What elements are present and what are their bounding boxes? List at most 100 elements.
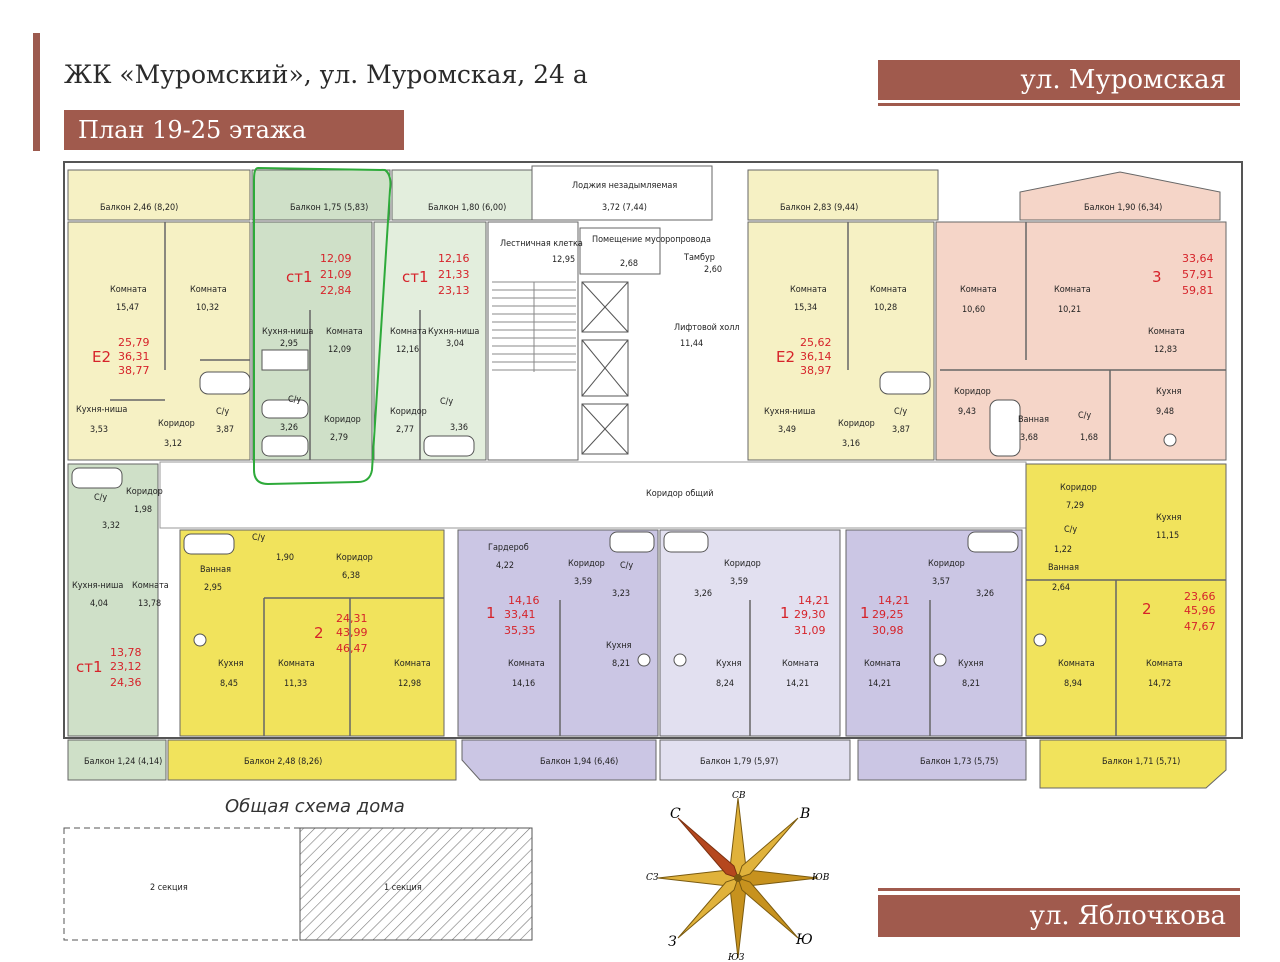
room-label: Кухня — [716, 659, 742, 669]
vestibule-label: Тамбур — [683, 252, 715, 263]
apartment-a2[interactable] — [251, 221, 373, 461]
apartment-type: 2 — [1142, 600, 1152, 618]
room-label: С/у — [216, 407, 229, 417]
apartment-type: ст1 — [402, 268, 429, 286]
total-area: 36,31 — [118, 350, 150, 363]
room-area: 6,38 — [342, 571, 360, 581]
room-label: Кухня-ниша — [764, 407, 815, 417]
balcony-bottom-4 — [659, 739, 851, 781]
room-label: Коридор — [324, 415, 361, 425]
room-label: С/у — [1064, 525, 1077, 535]
loggia-label: Лоджия незадымляемая — [572, 181, 677, 191]
total-area-with-balcony: 24,36 — [110, 676, 142, 689]
room-area: 8,21 — [612, 659, 630, 669]
room-label: Коридор — [928, 559, 965, 569]
room-area: 14,21 — [786, 679, 809, 689]
apartment-type: 1 — [780, 604, 790, 622]
bathtub-icon — [199, 371, 251, 395]
room-area: 3,36 — [450, 423, 468, 433]
room-area: 12,83 — [1154, 345, 1177, 355]
compass-ne: СВ — [732, 791, 746, 801]
vestibule-area: 2,60 — [704, 265, 722, 275]
room-area: 8,21 — [962, 679, 980, 689]
room-label: Коридор — [568, 559, 605, 569]
apartment-type: ст1 — [76, 658, 103, 676]
balcony-top-2-label: Балкон 1,75 (5,83) — [290, 203, 368, 213]
bathtub-icon — [967, 531, 1019, 553]
section-2-label: 2 секция — [150, 883, 188, 893]
room-area: 3,57 — [932, 577, 950, 587]
stair-label: Лестничная клетка — [500, 239, 583, 249]
kitchen-unit-icon — [261, 349, 309, 371]
room-area: 11,15 — [1156, 531, 1179, 541]
accent-bar — [33, 33, 40, 151]
bathtub-icon — [989, 399, 1021, 457]
balcony-bottom-3-label: Балкон 1,94 (6,46) — [540, 757, 618, 767]
apartment-type: 1 — [860, 604, 870, 622]
apartment-a8[interactable] — [457, 529, 659, 737]
stove-icon — [1033, 633, 1047, 647]
stove-icon — [673, 653, 687, 667]
room-label: Ванная — [1018, 415, 1049, 425]
room-area: 10,28 — [874, 303, 897, 313]
room-label: Кухня-ниша — [428, 327, 479, 337]
room-area: 15,47 — [116, 303, 139, 313]
room-area: 12,98 — [398, 679, 421, 689]
room-area: 14,16 — [512, 679, 535, 689]
room-label: Комната — [278, 659, 315, 669]
room-area: 3,87 — [892, 425, 910, 435]
room-label: Кухня-ниша — [72, 581, 123, 591]
room-label: Кухня-ниша — [76, 405, 127, 415]
bathtub-icon — [261, 435, 309, 457]
room-area: 10,32 — [196, 303, 219, 313]
compass-sw: ЮЗ — [727, 953, 745, 962]
balcony-top-5 — [1019, 171, 1221, 221]
apartment-a7[interactable] — [179, 529, 445, 737]
room-area: 1,90 — [276, 553, 294, 563]
apartment-a5[interactable] — [935, 221, 1227, 461]
balcony-bottom-2-label: Балкон 2,48 (8,26) — [244, 757, 322, 767]
bathtub-icon — [183, 533, 235, 555]
balcony-top-4 — [747, 169, 939, 221]
apartment-a10[interactable] — [845, 529, 1023, 737]
loggia-area: 3,72 (7,44) — [602, 203, 647, 213]
balcony-top-5-label: Балкон 1,90 (6,34) — [1084, 203, 1162, 213]
room-label: Коридор — [126, 487, 163, 497]
room-area: 1,68 — [1080, 433, 1098, 443]
section-1-outline — [299, 827, 533, 941]
balcony-top-3-label: Балкон 1,80 (6,00) — [428, 203, 506, 213]
total-area-with-balcony: 38,97 — [800, 364, 832, 377]
room-label: Кухня — [218, 659, 244, 669]
room-label: С/у — [894, 407, 907, 417]
room-label: Комната — [508, 659, 545, 669]
room-label: Комната — [960, 285, 997, 295]
trash-area: 2,68 — [620, 259, 638, 269]
living-area: 12,16 — [438, 252, 470, 265]
compass-nw: СЗ — [646, 873, 659, 883]
apartment-type: Е2 — [92, 348, 111, 366]
apartment-type: ст1 — [286, 268, 313, 286]
apartment-a11[interactable] — [1025, 463, 1227, 737]
room-area: 11,33 — [284, 679, 307, 689]
apartment-a1[interactable] — [67, 221, 251, 461]
apartment-a6[interactable] — [67, 463, 159, 737]
room-label: Комната — [1148, 327, 1185, 337]
total-area: 45,96 — [1184, 604, 1216, 617]
room-area: 2,95 — [280, 339, 298, 349]
room-area: 7,29 — [1066, 501, 1084, 511]
room-area: 2,95 — [204, 583, 222, 593]
stove-icon — [1163, 433, 1177, 447]
living-area: 14,21 — [878, 594, 910, 607]
total-area-with-balcony: 31,09 — [794, 624, 826, 637]
apartment-type: Е2 — [776, 348, 795, 366]
room-area: 4,22 — [496, 561, 514, 571]
total-area: 43,99 — [336, 626, 368, 639]
room-area: 2,77 — [396, 425, 414, 435]
room-label: Комната — [864, 659, 901, 669]
apartment-a4[interactable] — [747, 221, 935, 461]
balcony-bottom-4-label: Балкон 1,79 (5,97) — [700, 757, 778, 767]
bathtub-icon — [71, 467, 123, 489]
section-2-outline — [63, 827, 301, 941]
total-area-with-balcony: 59,81 — [1182, 284, 1214, 297]
apartment-a3[interactable] — [373, 221, 487, 461]
